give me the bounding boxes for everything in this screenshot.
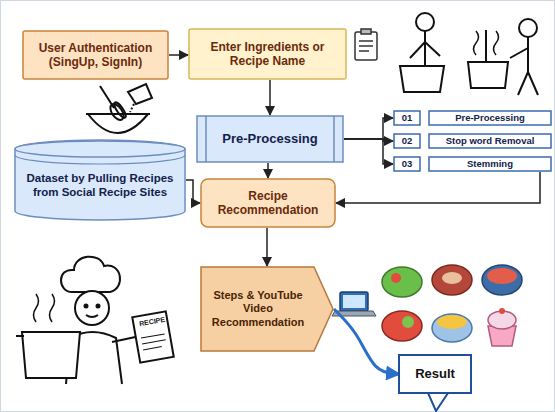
output-pentagon: Steps & YouTube Video Recommendation <box>200 266 334 352</box>
node-text: Pre-Processing <box>455 112 525 123</box>
connector-arrow <box>344 139 393 164</box>
node-text: Steps & YouTube Video Recommendation <box>204 289 312 329</box>
connector-arrow <box>269 80 271 115</box>
node-text: 03 <box>402 158 413 169</box>
chef-illustration <box>16 257 174 384</box>
node-text: 01 <box>402 112 413 123</box>
node-text: Dataset by Pulling Recipes from Social R… <box>22 172 178 200</box>
connector-arrow <box>169 54 188 56</box>
node-text: Pre-Processing <box>222 131 317 147</box>
process-box: User Authentication (SingUp, SignIn) <box>22 30 169 80</box>
connector-arrow <box>344 118 393 139</box>
database-cylinder: Dataset by Pulling Recipes from Social R… <box>14 140 186 220</box>
food-icons <box>382 265 522 346</box>
predefined-process-box: Pre-Processing <box>196 115 344 163</box>
node-text: Recipe Recommendation <box>206 189 330 218</box>
clipboard-icon <box>355 29 377 60</box>
list-item: Stop word Removal <box>428 133 552 149</box>
curved-arrow <box>334 309 398 374</box>
connector-arrow <box>186 180 200 203</box>
list-number: 02 <box>393 133 421 149</box>
connector-arrow <box>267 163 269 178</box>
node-text: Enter Ingredients or Recipe Name <box>194 40 341 69</box>
cooks-illustration <box>400 13 538 95</box>
process-box: Recipe Recommendation <box>200 178 336 228</box>
list-number: 03 <box>393 156 421 172</box>
node-text: Result <box>415 366 455 382</box>
result-box: Result <box>398 354 472 394</box>
list-item: Pre-Processing <box>428 110 552 126</box>
list-number: 01 <box>393 110 421 126</box>
connector-arrow <box>336 172 540 203</box>
callout-tail <box>428 393 448 411</box>
input-box: Enter Ingredients or Recipe Name <box>188 28 347 80</box>
node-text: Stemming <box>467 158 513 169</box>
list-item: Stemming <box>428 156 552 172</box>
node-text: User Authentication (SingUp, SignIn) <box>28 41 163 70</box>
bowl-illustration <box>86 84 152 133</box>
node-text: Stop word Removal <box>446 135 535 146</box>
connector-arrow <box>266 228 268 266</box>
node-text: 02 <box>402 135 413 146</box>
